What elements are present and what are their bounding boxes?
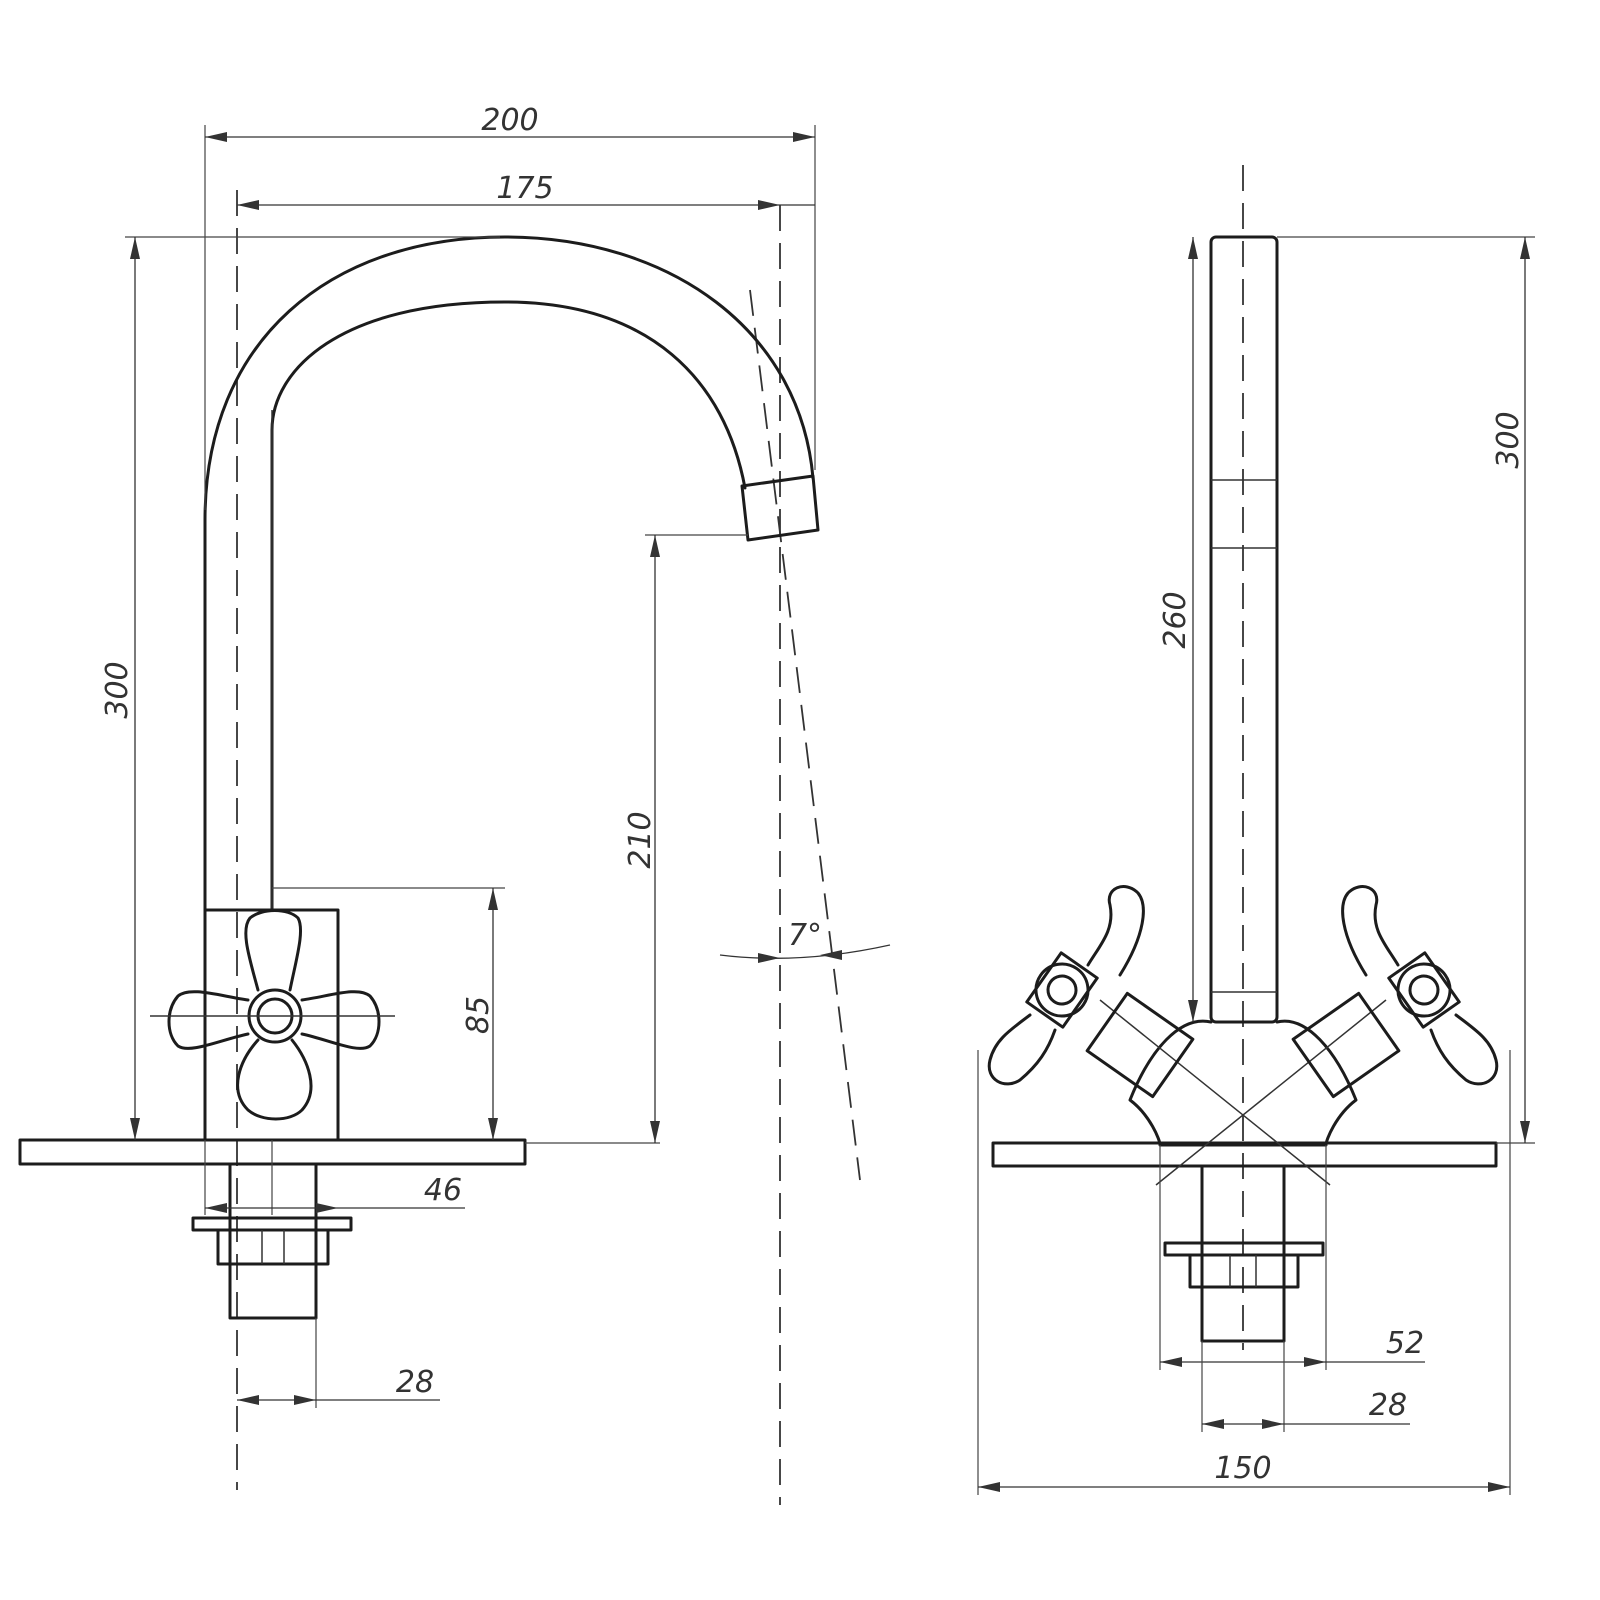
tilt-centerline xyxy=(749,289,861,1181)
left-handle-hub xyxy=(1034,962,1090,1018)
dim-label-28-front: 28 xyxy=(1369,1388,1407,1423)
dim-overall-height-side: 300 xyxy=(100,236,500,1140)
front-washer xyxy=(1163,1241,1325,1257)
dim-label-300-side: 300 xyxy=(100,661,135,718)
left-handle[interactable] xyxy=(987,885,1195,1099)
right-handle[interactable] xyxy=(1291,885,1499,1099)
side-view: 200 175 300 210 xyxy=(18,103,891,1505)
dim-label-260: 260 xyxy=(1158,591,1193,648)
spout-inner-wall xyxy=(270,300,747,912)
construction-line xyxy=(1099,999,1331,1186)
faucet-body xyxy=(203,908,340,1142)
left-handle-arm-lower xyxy=(987,1013,1057,1086)
front-view: 260 300 52 28 xyxy=(977,165,1535,1495)
right-valve-bonnet xyxy=(1291,991,1401,1099)
handle-arm-left xyxy=(167,990,250,1050)
dim-label-46: 46 xyxy=(424,1173,462,1208)
left-handle-arm-upper xyxy=(1086,885,1145,977)
dim-label-7deg: 7° xyxy=(788,918,822,953)
left-valve-bonnet xyxy=(1085,991,1195,1099)
handle-arm-right xyxy=(300,990,381,1050)
dim-label-300-front: 300 xyxy=(1491,411,1526,468)
dim-shank-side: 28 xyxy=(237,1318,440,1408)
dim-spout-tilt: 7° xyxy=(719,918,891,963)
dim-spout-height-front: 260 xyxy=(1158,237,1198,1022)
shank xyxy=(228,1162,318,1320)
dim-spout-reach: 175 xyxy=(237,171,815,210)
washer xyxy=(191,1216,353,1232)
right-handle-cap xyxy=(1408,974,1440,1006)
dim-label-28-side: 28 xyxy=(396,1365,434,1400)
handle-arm-bottom xyxy=(236,1038,313,1121)
dim-label-210: 210 xyxy=(623,811,658,868)
spout-column xyxy=(1209,235,1279,1024)
construction-line xyxy=(1155,999,1387,1186)
left-handle-cap xyxy=(1046,974,1078,1006)
dim-label-85: 85 xyxy=(461,996,496,1034)
handle-arm-top xyxy=(244,909,303,992)
dim-label-52: 52 xyxy=(1386,1326,1424,1361)
dim-overall-reach: 200 xyxy=(204,103,816,510)
lock-nut xyxy=(216,1228,330,1266)
dim-overall-height-front: 300 xyxy=(1277,236,1535,1144)
spout-outer-wall xyxy=(203,235,815,912)
left-valve-stem xyxy=(1025,951,1099,1029)
dim-outlet-height: 210 xyxy=(525,534,748,1144)
dim-label-200: 200 xyxy=(481,103,538,138)
dim-base-width: 52 xyxy=(1159,1145,1425,1370)
right-valve-stem xyxy=(1387,951,1461,1029)
dim-body-width: 46 xyxy=(204,1140,465,1215)
dim-shank-front: 28 xyxy=(1201,1341,1410,1432)
dim-label-175: 175 xyxy=(496,171,553,206)
front-lock-nut xyxy=(1188,1253,1300,1289)
dim-handle-height: 85 xyxy=(272,887,505,1140)
spout-aerator xyxy=(740,474,820,542)
right-handle-arm-lower xyxy=(1429,1013,1499,1086)
front-body xyxy=(1128,1019,1358,1147)
dim-overall-width-front: 150 xyxy=(977,1050,1511,1495)
right-handle-hub xyxy=(1396,962,1452,1018)
dim-label-150: 150 xyxy=(1214,1451,1271,1486)
cross-handle-side[interactable] xyxy=(150,909,395,1121)
right-handle-arm-upper xyxy=(1341,885,1400,977)
